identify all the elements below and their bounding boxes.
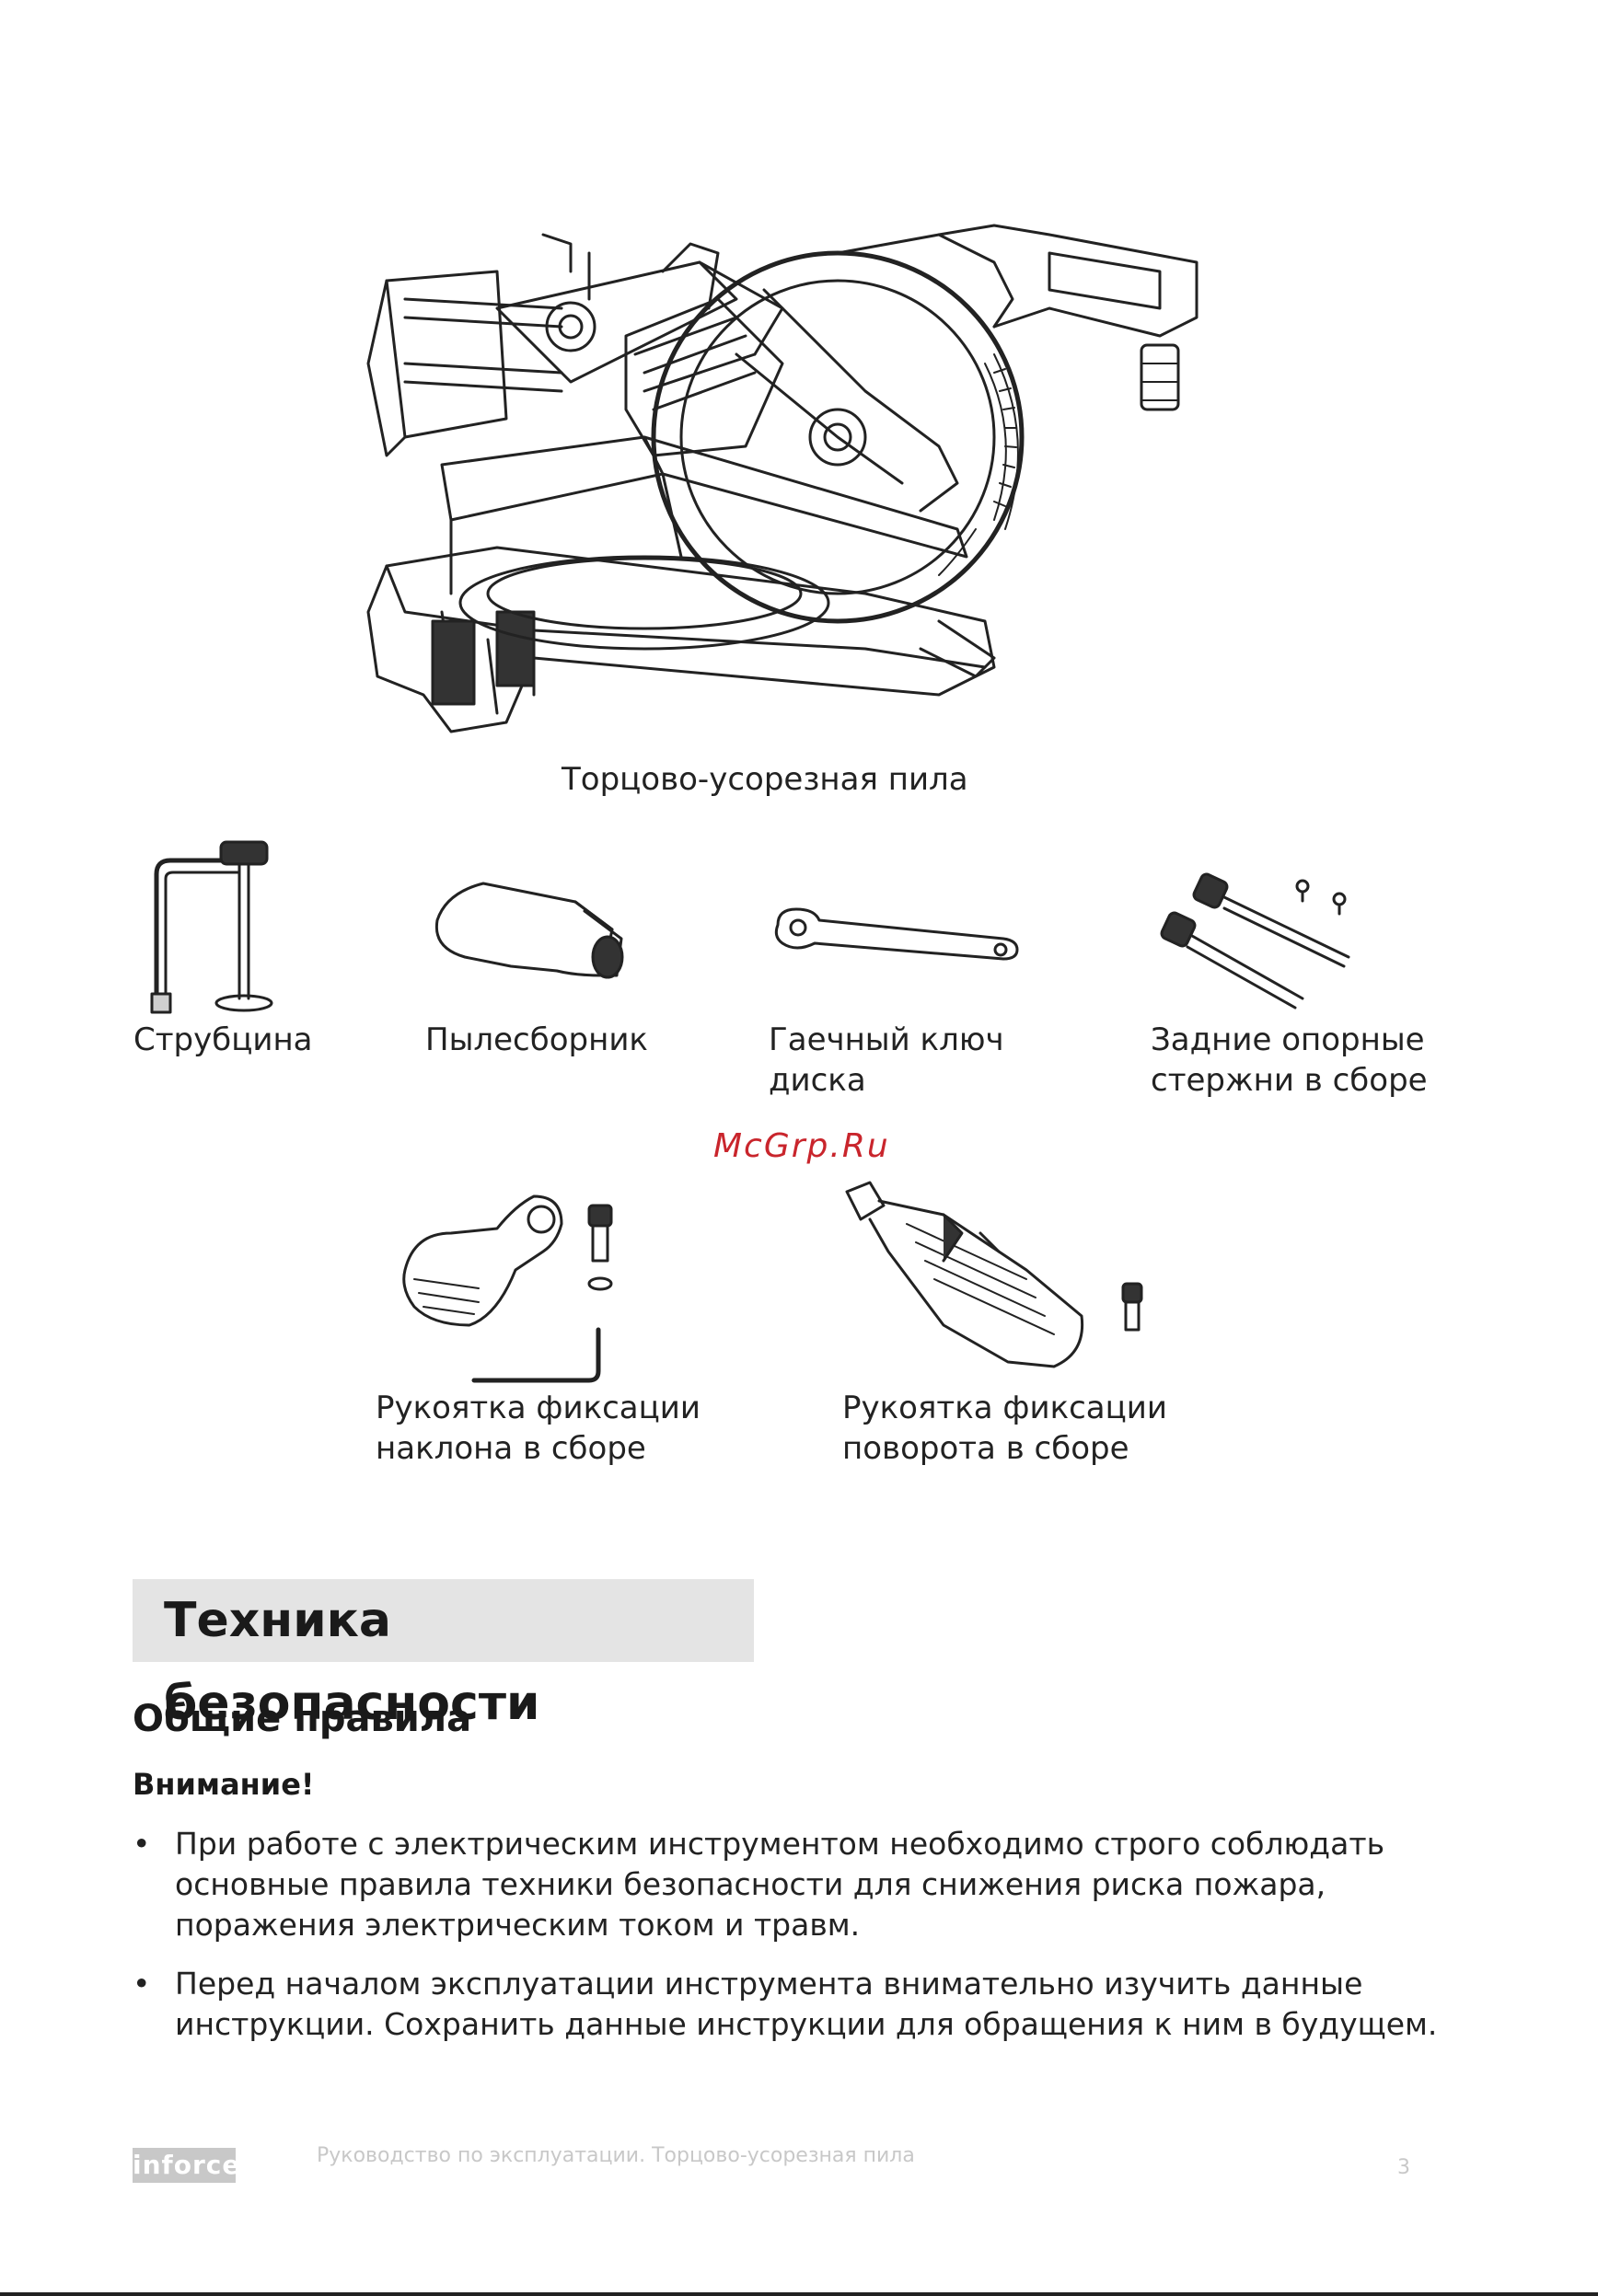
main-figure-caption: Торцово-усорезная пила — [562, 761, 968, 798]
section-title: Техника безопасности — [164, 1593, 540, 1731]
dust-bag-illustration — [434, 882, 624, 979]
page-number: 3 — [1397, 2156, 1410, 2179]
clamp-caption: Струбцина — [133, 1021, 313, 1058]
miter-lock-handle-illustration — [845, 1181, 1143, 1368]
support-rods-illustration — [1160, 872, 1350, 1010]
bullet-text: Перед началом эксплуатации инструмента в… — [175, 1966, 1438, 2042]
blade-wrench-caption: Гаечный ключ диска — [769, 1021, 1004, 1099]
subsection-title: Общие правила — [133, 1698, 472, 1740]
miter-lock-handle-caption: Рукоятка фиксации поворота в сборе — [842, 1390, 1167, 1467]
section-header-bar: Техника безопасности — [133, 1579, 754, 1731]
bullet-item: • Перед началом эксплуатации инструмента… — [133, 1964, 1476, 2045]
footer-title: Руководство по эксплуатации. Торцово-усо… — [317, 2144, 915, 2167]
bullet-symbol: • — [133, 1966, 151, 2002]
miter-saw-illustration — [366, 224, 1198, 733]
bullet-item: • При работе с электрическим инструменто… — [133, 1824, 1476, 1945]
dust-bag-caption: Пылесборник — [425, 1021, 648, 1058]
warning-label: Внимание! — [133, 1767, 315, 1802]
clamp-illustration — [150, 840, 273, 1014]
blade-wrench-illustration — [774, 907, 1019, 961]
bevel-lock-handle-illustration — [402, 1194, 613, 1383]
bottom-edge-rule — [0, 2292, 1598, 2296]
bullet-text: При работе с электрическим инструментом … — [175, 1826, 1385, 1943]
brand-logo: inforce — [133, 2148, 239, 2183]
bullet-symbol: • — [133, 1826, 151, 1862]
support-rods-caption: Задние опорные стержни в сборе — [1151, 1021, 1428, 1099]
watermark: McGrp.Ru — [713, 1127, 890, 1165]
bevel-lock-handle-caption: Рукоятка фиксации наклона в сборе — [376, 1390, 701, 1467]
